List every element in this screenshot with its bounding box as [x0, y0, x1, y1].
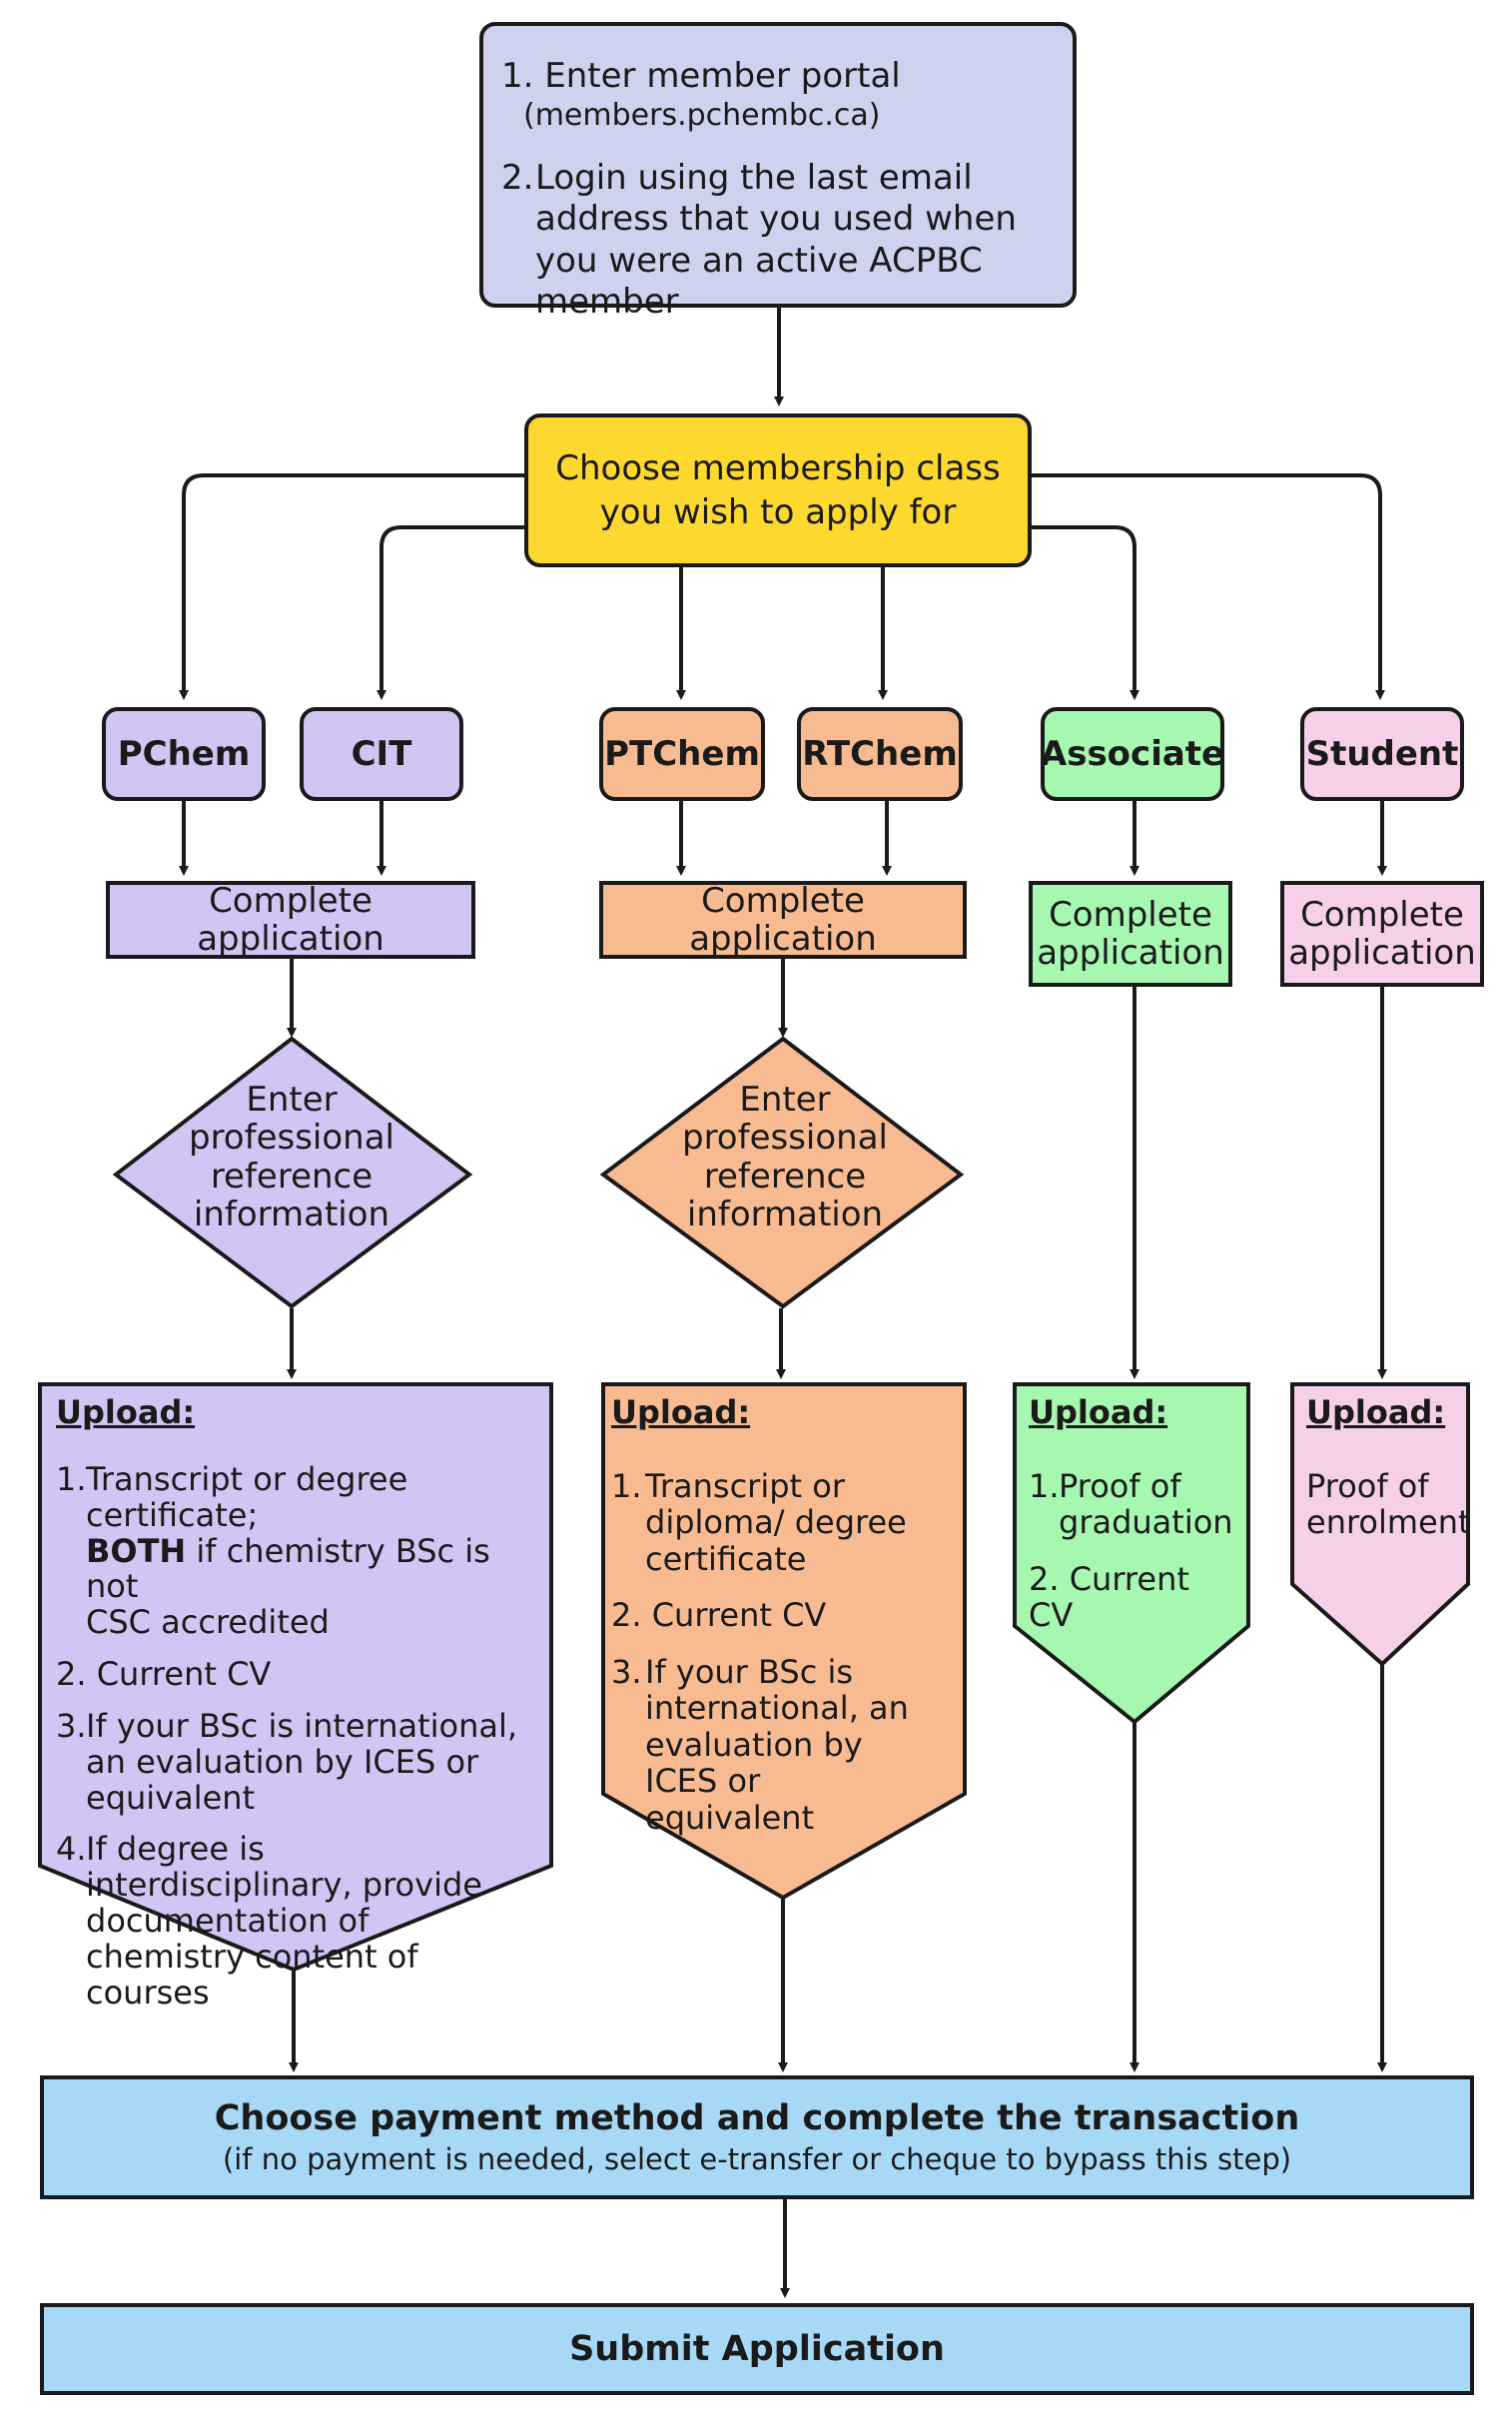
- orange-upload-item-1: 1. Transcript or diploma/ degree certifi…: [611, 1467, 945, 1578]
- orange-upload-list: 1. Transcript or diploma/ degree certifi…: [611, 1468, 961, 1836]
- green-upload-item-2: 2. Current CV: [1029, 1559, 1189, 1635]
- payment-subtitle: (if no payment is needed, select e-trans…: [222, 2141, 1292, 2176]
- class-ptchem: PTChem: [599, 707, 765, 801]
- class-pchem: PChem: [102, 707, 266, 801]
- purple-upload-item-1: 1. Transcript or degree certificate; BOT…: [56, 1460, 545, 1642]
- item-text: CSC accredited: [86, 1603, 330, 1642]
- item-number: 3.: [56, 1706, 87, 1745]
- green-upload-item-1: 1. Proof of graduation: [1029, 1467, 1233, 1541]
- class-cit: CIT: [300, 707, 463, 801]
- green-upload-title: Upload:: [1029, 1393, 1168, 1431]
- arrow-choose-to-pchem: [179, 473, 524, 700]
- portal-step1: 1. Enter member portal: [501, 56, 901, 96]
- portal-step2: Login using the last email address that …: [535, 158, 1017, 323]
- choose-class-line1: Choose membership class: [555, 447, 1001, 488]
- item-text: Transcript or degree certificate;: [86, 1460, 408, 1534]
- orange-complete-application: Complete application: [599, 881, 967, 959]
- purple-reference-diamond: [112, 1036, 473, 1309]
- purple-upload-item-2: 2. Current CV: [56, 1655, 272, 1694]
- reference-line: Enter: [739, 1080, 831, 1120]
- purple-upload-item-3: 3. If your BSc is international, an eval…: [56, 1706, 547, 1817]
- reference-line: reference: [210, 1156, 374, 1197]
- arrow-choose-to-cit: [377, 525, 524, 700]
- reference-line: information: [193, 1195, 390, 1235]
- pink-upload-item-1: Proof of enrolment: [1306, 1467, 1471, 1542]
- pink-upload-shape: [1290, 1382, 1470, 1667]
- green-upload-list: 1. Proof of graduation 2. Current CV: [1029, 1468, 1240, 1634]
- purple-complete-application: Complete application: [106, 881, 475, 959]
- item-text: Proof of graduation: [1059, 1467, 1233, 1542]
- item-number: 1.: [56, 1460, 87, 1498]
- green-apply-line1: Complete: [1049, 894, 1212, 935]
- green-apply-line2: application: [1037, 933, 1224, 973]
- item-text: if chemistry BSc is not: [86, 1531, 490, 1606]
- orange-reference-diamond: [599, 1036, 965, 1309]
- reference-line: professional: [681, 1118, 888, 1159]
- orange-upload-item-2: 2. Current CV: [611, 1596, 827, 1635]
- item-text: If your BSc is international, an evaluat…: [86, 1706, 518, 1817]
- reference-line: information: [686, 1195, 884, 1235]
- item-emphasis: BOTH: [86, 1531, 187, 1570]
- payment-title: Choose payment method and complete the t…: [214, 2098, 1300, 2138]
- class-student: Student: [1300, 707, 1464, 801]
- purple-upload-list: 1. Transcript or degree certificate; BOT…: [56, 1460, 547, 2012]
- choose-class-line2: you wish to apply for: [599, 492, 957, 532]
- arrow-choose-to-student: [1030, 473, 1385, 700]
- item-text: If degree is interdisciplinary, provide …: [86, 1830, 482, 2012]
- reference-line: Enter: [246, 1080, 338, 1120]
- choose-class-box: Choose membership class you wish to appl…: [524, 413, 1032, 567]
- item-number: 4.: [56, 1830, 87, 1869]
- class-rtchem: RTChem: [797, 707, 963, 801]
- pink-apply-line2: application: [1288, 933, 1476, 973]
- pink-apply-line1: Complete: [1300, 894, 1464, 935]
- orange-upload-shape: [601, 1382, 967, 1901]
- class-associate: Associate: [1041, 707, 1224, 801]
- item-text: Transcript or diploma/ degree certificat…: [645, 1467, 907, 1578]
- portal-url: (members.pchembc.ca): [523, 98, 881, 133]
- green-complete-application: Complete application: [1029, 881, 1232, 987]
- item-number: 3.: [611, 1652, 642, 1691]
- payment-box: Choose payment method and complete the t…: [40, 2075, 1474, 2199]
- purple-upload-shape: [38, 1382, 553, 1973]
- item-text: If your BSc is international, an evaluat…: [645, 1652, 909, 1837]
- purple-upload-title: Upload:: [56, 1393, 196, 1431]
- orange-upload-title: Upload:: [611, 1393, 751, 1431]
- orange-upload-item-3: 3. If your BSc is international, an eval…: [611, 1652, 935, 1837]
- item-number: 1.: [1029, 1467, 1060, 1505]
- reference-line: reference: [703, 1156, 867, 1197]
- portal-step2-number: 2.: [501, 158, 534, 198]
- portal-box: 1. Enter member portal (members.pchembc.…: [479, 22, 1077, 322]
- submit-application-box[interactable]: Submit Application: [40, 2303, 1474, 2395]
- item-number: 1.: [611, 1467, 642, 1505]
- purple-reference-text: Enter professional reference information: [172, 1081, 411, 1234]
- green-upload-shape: [1013, 1382, 1250, 1725]
- arrow-choose-to-associate: [1030, 525, 1139, 700]
- pink-complete-application: Complete application: [1280, 881, 1484, 987]
- purple-upload-item-4: 4. If degree is interdisciplinary, provi…: [56, 1832, 505, 2011]
- reference-line: professional: [188, 1118, 394, 1159]
- pink-upload-title: Upload:: [1306, 1393, 1446, 1431]
- orange-reference-text: Enter professional reference information: [665, 1081, 905, 1234]
